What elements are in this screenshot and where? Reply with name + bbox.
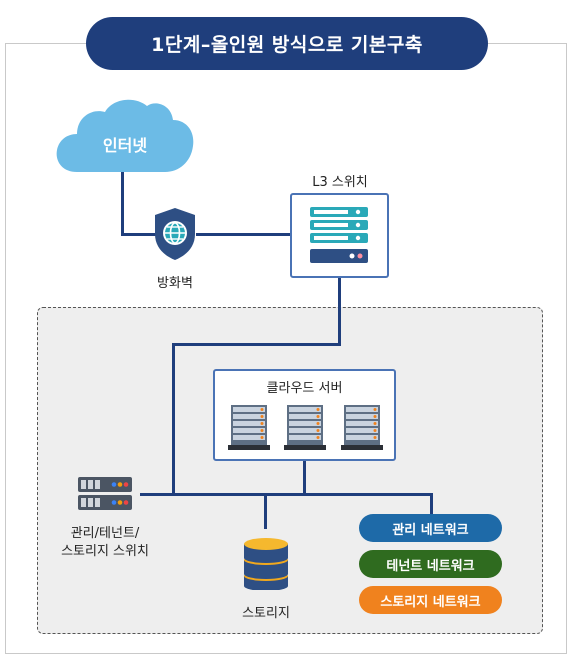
server-rack-icon bbox=[284, 405, 326, 450]
l3-switch-icon bbox=[310, 207, 368, 263]
connector-l3-down bbox=[338, 276, 341, 345]
management-network-badge: 관리 네트워크 bbox=[359, 514, 502, 542]
database-icon bbox=[244, 538, 288, 590]
storage-network-badge: 스토리지 네트워크 bbox=[359, 586, 502, 614]
connector-top-h bbox=[172, 343, 341, 346]
connector-firewall-l3 bbox=[196, 233, 292, 236]
connector-internet-firewall-v bbox=[121, 168, 124, 235]
connector-server-down bbox=[303, 460, 306, 495]
storage-label: 스토리지 bbox=[242, 606, 290, 621]
cloud-icon bbox=[56, 99, 194, 172]
cloud-server-label: 클라우드 서버 bbox=[266, 381, 343, 396]
mgmt-switch-label-line1: 관리/테넌트/ bbox=[70, 526, 140, 541]
connector-main-v bbox=[172, 343, 175, 495]
server-rack-icon bbox=[341, 405, 383, 450]
server-rack-icon bbox=[228, 405, 270, 450]
switch-icon bbox=[78, 477, 132, 510]
l3-switch-box bbox=[290, 193, 389, 278]
connector-storage-down bbox=[264, 493, 267, 529]
connector-bottom-h bbox=[140, 493, 432, 496]
firewall-shield-icon bbox=[155, 208, 195, 260]
internet-label: 인터넷 bbox=[102, 136, 148, 155]
connector-internet-firewall-h bbox=[121, 233, 166, 236]
tenant-network-badge: 테넌트 네트워크 bbox=[359, 550, 502, 578]
firewall-label: 방화벽 bbox=[157, 276, 193, 291]
l3-switch-label: L3 스위치 bbox=[312, 175, 368, 190]
mgmt-switch-label-line2: 스토리지 스위치 bbox=[61, 544, 149, 559]
connector-networks-down bbox=[430, 493, 433, 515]
page-title: 1단계–올인원 방식으로 기본구축 bbox=[86, 17, 488, 70]
internal-network-area bbox=[37, 307, 543, 634]
